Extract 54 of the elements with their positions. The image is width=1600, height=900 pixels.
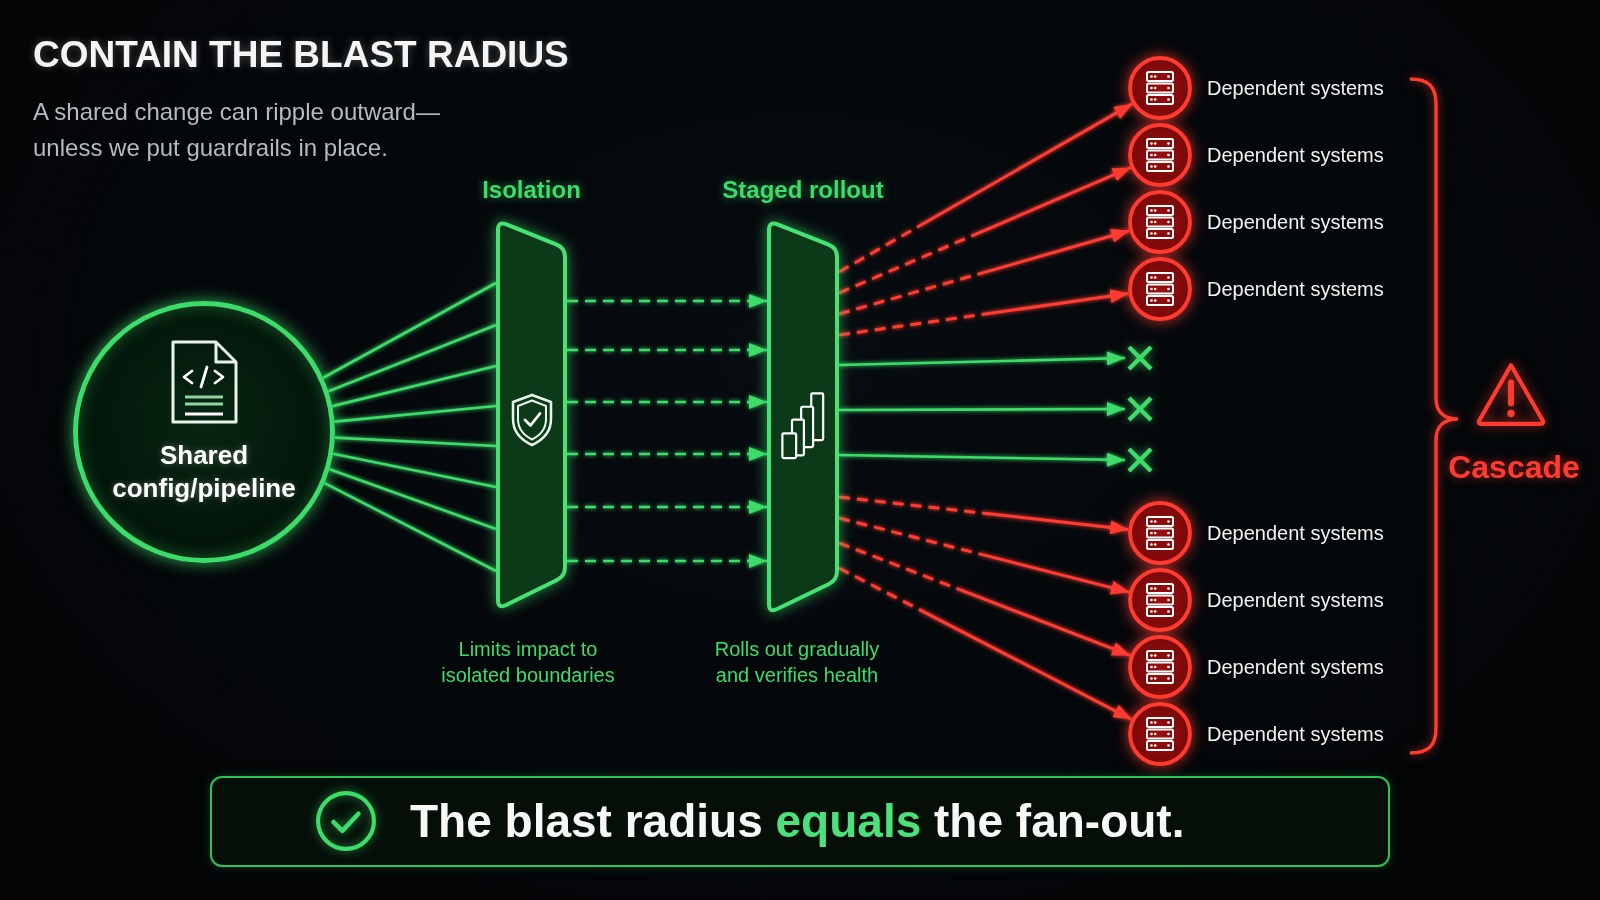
connector-line: [332, 452, 497, 489]
arrow: [839, 402, 1125, 417]
cross-icon: [1127, 447, 1153, 473]
server-circle: [1128, 501, 1192, 565]
summary-banner: [210, 776, 1390, 867]
server-circle: [1128, 123, 1192, 187]
arrow: [838, 102, 1133, 274]
arrow: [838, 516, 1130, 595]
server-circle: [1128, 635, 1192, 699]
node-caption: Dependent systems: [1207, 521, 1384, 546]
node-caption: Rolls out gradually and verifies health: [713, 637, 881, 688]
node-caption: Dependent systems: [1207, 588, 1384, 613]
arrow: [838, 495, 1129, 535]
arrow: [567, 395, 767, 409]
arrow: [838, 351, 1126, 367]
node-caption: Dependent systems: [1207, 143, 1384, 168]
node-caption: Limits impact to isolated boundaries: [440, 637, 616, 688]
arrow: [567, 500, 767, 514]
arrow: [838, 289, 1129, 337]
connector-line: [328, 323, 497, 393]
cross-icon: [1127, 345, 1153, 371]
node-caption: Dependent systems: [1207, 76, 1384, 101]
connector-line: [329, 467, 497, 531]
diagram-title: CONTAIN THE BLAST RADIUS: [33, 33, 569, 77]
panel-heading: Staged rollout: [722, 176, 884, 204]
node-caption: Dependent systems: [1207, 655, 1384, 680]
arrow: [838, 229, 1130, 316]
cross-icon: [1127, 396, 1153, 422]
arrow: [567, 343, 767, 357]
server-circle: [1128, 568, 1192, 632]
connector-line: [334, 404, 497, 423]
node-caption: Dependent systems: [1207, 722, 1384, 747]
connector-line: [332, 364, 497, 408]
server-circle: [1128, 190, 1192, 254]
server-circle: [1128, 56, 1192, 120]
node-label: Shared config/pipeline: [111, 439, 297, 505]
arrow: [567, 294, 767, 308]
subtitle-text: A shared change can ripple outward— unless we put guardrails in place.: [33, 97, 441, 163]
arrow: [567, 554, 767, 568]
connector-line: [322, 281, 497, 379]
connector-line: [334, 436, 497, 448]
arrow: [838, 166, 1132, 295]
server-circle: [1128, 257, 1192, 321]
arrow: [838, 566, 1133, 721]
connector-line: [324, 482, 497, 573]
node-caption: Dependent systems: [1207, 277, 1384, 302]
panel-heading: Isolation: [482, 176, 581, 204]
callout-label: Cascade: [1448, 448, 1580, 486]
banner-text: The blast radius equals the fan-out.: [410, 794, 1185, 849]
server-circle: [1128, 702, 1192, 766]
arrow: [567, 447, 767, 461]
node-caption: Dependent systems: [1207, 210, 1384, 235]
arrow: [838, 452, 1126, 467]
arrow: [838, 541, 1131, 657]
